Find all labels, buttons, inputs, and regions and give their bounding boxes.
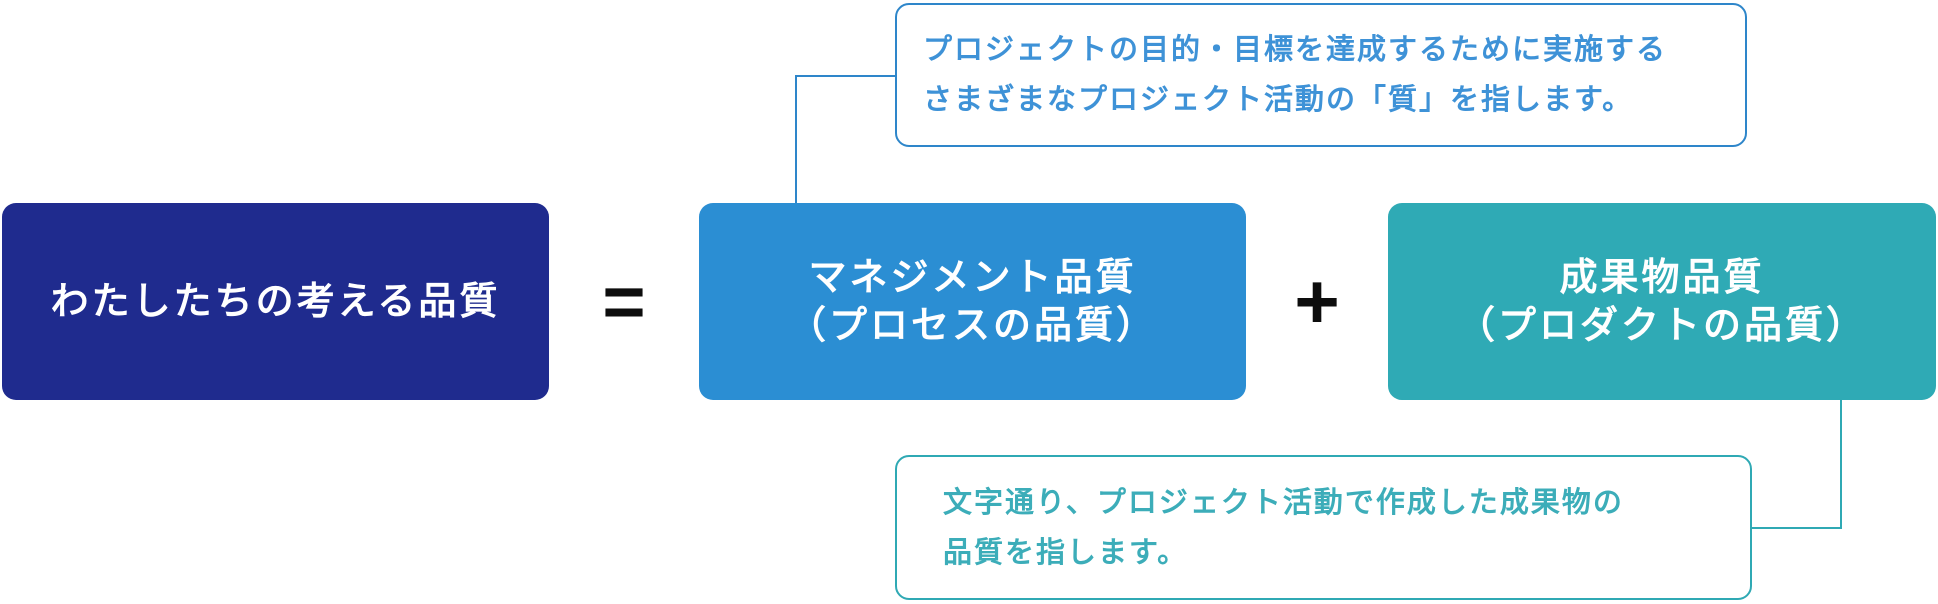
management-quality-line2: （プロセスの品質） <box>787 304 1157 347</box>
plus-glyph: + <box>1294 257 1340 345</box>
deliverable-quality-line1: 成果物品質 <box>1559 256 1765 299</box>
our-quality-box: わたしたちの考える品質 <box>2 203 549 400</box>
deliverable-quality-box: 成果物品質 （プロダクトの品質） <box>1388 203 1936 400</box>
equals-sign: = <box>549 203 699 400</box>
management-note-line1: プロジェクトの目的・目標を達成するために実施する <box>923 34 1668 66</box>
deliverable-quality-line2: （プロダクトの品質） <box>1456 304 1867 347</box>
deliverable-note-connector-vertical <box>1840 398 1842 529</box>
management-quality-box: マネジメント品質 （プロセスの品質） <box>699 203 1246 400</box>
management-quality-line1: マネジメント品質 <box>808 256 1137 299</box>
deliverable-note-line2: 品質を指します。 <box>943 536 1189 569</box>
our-quality-label: わたしたちの考える品質 <box>50 280 501 323</box>
management-note-connector-horizontal <box>795 75 897 77</box>
management-note-line2: さまざまなプロジェクト活動の「質」を指します。 <box>923 84 1634 116</box>
management-note-connector-vertical <box>795 75 797 203</box>
plus-sign: + <box>1246 203 1388 400</box>
equals-glyph: = <box>602 260 646 343</box>
deliverable-note-connector-horizontal <box>1752 527 1842 529</box>
deliverable-note-line1: 文字通り、プロジェクト活動で作成した成果物の <box>943 486 1624 519</box>
deliverable-note-callout: 文字通り、プロジェクト活動で作成した成果物の 品質を指します。 <box>895 455 1752 600</box>
management-note-callout: プロジェクトの目的・目標を達成するために実施する さまざまなプロジェクト活動の「… <box>895 3 1747 147</box>
